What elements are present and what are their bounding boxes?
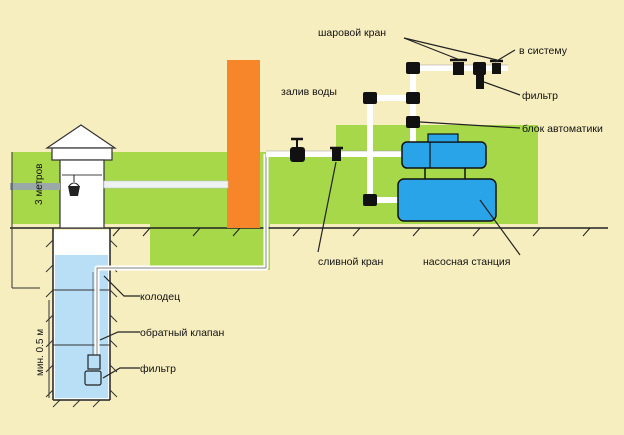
main-pipe <box>266 137 402 162</box>
label-filter-bottom: фильтр <box>140 363 176 375</box>
fill-tap <box>290 147 305 162</box>
well-house-body <box>59 159 105 229</box>
well-roof <box>45 124 117 149</box>
chimney <box>227 60 260 228</box>
label-filter-top: фильтр <box>522 90 558 102</box>
green-pipe-channel <box>150 224 270 270</box>
label-min-05m: мин. 0.5 м <box>35 329 46 376</box>
drain-valve-part <box>332 149 341 161</box>
label-check-valve: обратный клапан <box>140 327 224 339</box>
ball-valve-part <box>453 62 464 75</box>
pump-motor <box>401 141 487 169</box>
leader-lines <box>99 37 521 379</box>
label-ball-valve: шаровой кран <box>318 27 386 39</box>
bucket-icon <box>68 175 80 196</box>
label-well: колодец <box>140 291 180 303</box>
label-pump-station: насосная станция <box>423 256 510 268</box>
suction-pipe <box>10 154 269 386</box>
label-water-fill: залив воды <box>281 86 337 98</box>
ground-hatching <box>112 227 591 237</box>
pump-station <box>397 133 497 222</box>
label-drain-valve: сливной кран <box>318 256 384 268</box>
well-roof-band <box>51 147 113 161</box>
label-automation-unit: блок автоматики <box>522 123 603 135</box>
automation-fitting <box>406 116 420 128</box>
well-filter-part <box>84 370 102 386</box>
pressure-tank <box>397 178 497 222</box>
label-depth-3m: 3 метров <box>34 164 45 205</box>
pipe-stub-left <box>10 183 60 190</box>
dimension-lines <box>11 152 50 398</box>
top-filter-part <box>476 75 484 89</box>
well-house <box>45 124 117 229</box>
label-to-system: в систему <box>519 45 568 57</box>
well-shaft <box>45 228 118 408</box>
station-piping <box>363 58 508 206</box>
check-valve-part <box>87 354 101 370</box>
